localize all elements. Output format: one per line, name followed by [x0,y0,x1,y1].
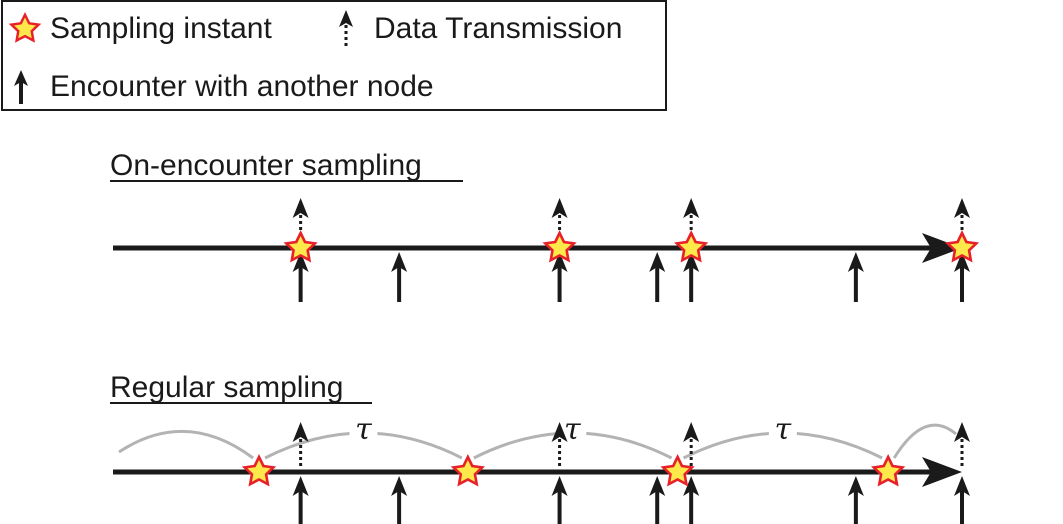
legend-box [1,0,667,111]
encounter-arrow [954,476,970,524]
legend-sampling-label: Sampling instant [50,12,272,45]
encounter-arrow [683,476,700,524]
on-encounter-timeline [113,198,978,302]
interval-label: τ [564,412,581,447]
sampling-star [946,231,978,262]
sampling-star [452,455,484,486]
interval-label-bg [349,414,378,444]
regular-section: Regular sampling τ τ τ [110,371,970,524]
encounter-arrow [292,252,309,302]
sampling-star [543,231,576,262]
regular-axis-arrowhead [922,457,962,487]
transmission-arrow [954,422,970,468]
sampling-star [872,455,904,486]
interval-curve [118,429,254,460]
transmission-arrow [292,422,309,468]
encounter-arrow [683,252,700,302]
interval-curve [892,423,957,459]
encounter-arrow [391,252,408,302]
encounter-arrow [649,252,666,302]
encounter-arrow [847,476,864,524]
arrow-icon [14,70,28,104]
encounter-arrow [391,476,408,524]
transmission-arrow [551,422,568,468]
regular-title: Regular sampling [110,371,343,404]
interval-label: τ [355,412,372,447]
encounter-arrow [954,252,970,302]
interval-label: τ [775,412,792,447]
encounter-arrow [649,476,666,524]
dashed-arrow-icon [339,10,353,46]
sampling-star [285,231,317,262]
sampling-star [243,455,275,486]
encounter-arrow [551,252,568,302]
legend-encounter-label: Encounter with another node [50,70,434,103]
sampling-star [675,231,707,262]
sampling-star [661,455,694,486]
on-encounter-section: On-encounter sampling [110,149,978,302]
interval-label-bg [768,414,797,444]
legend: Sampling instant Data Transmission Encou… [1,0,667,111]
on-encounter-title: On-encounter sampling [110,149,422,182]
encounter-arrow [847,252,864,302]
on-encounter-axis-arrowhead [922,233,962,263]
encounter-arrow [292,476,309,524]
transmission-arrow [683,422,700,468]
legend-transmission-label: Data Transmission [374,12,622,45]
encounter-arrow [551,476,568,524]
